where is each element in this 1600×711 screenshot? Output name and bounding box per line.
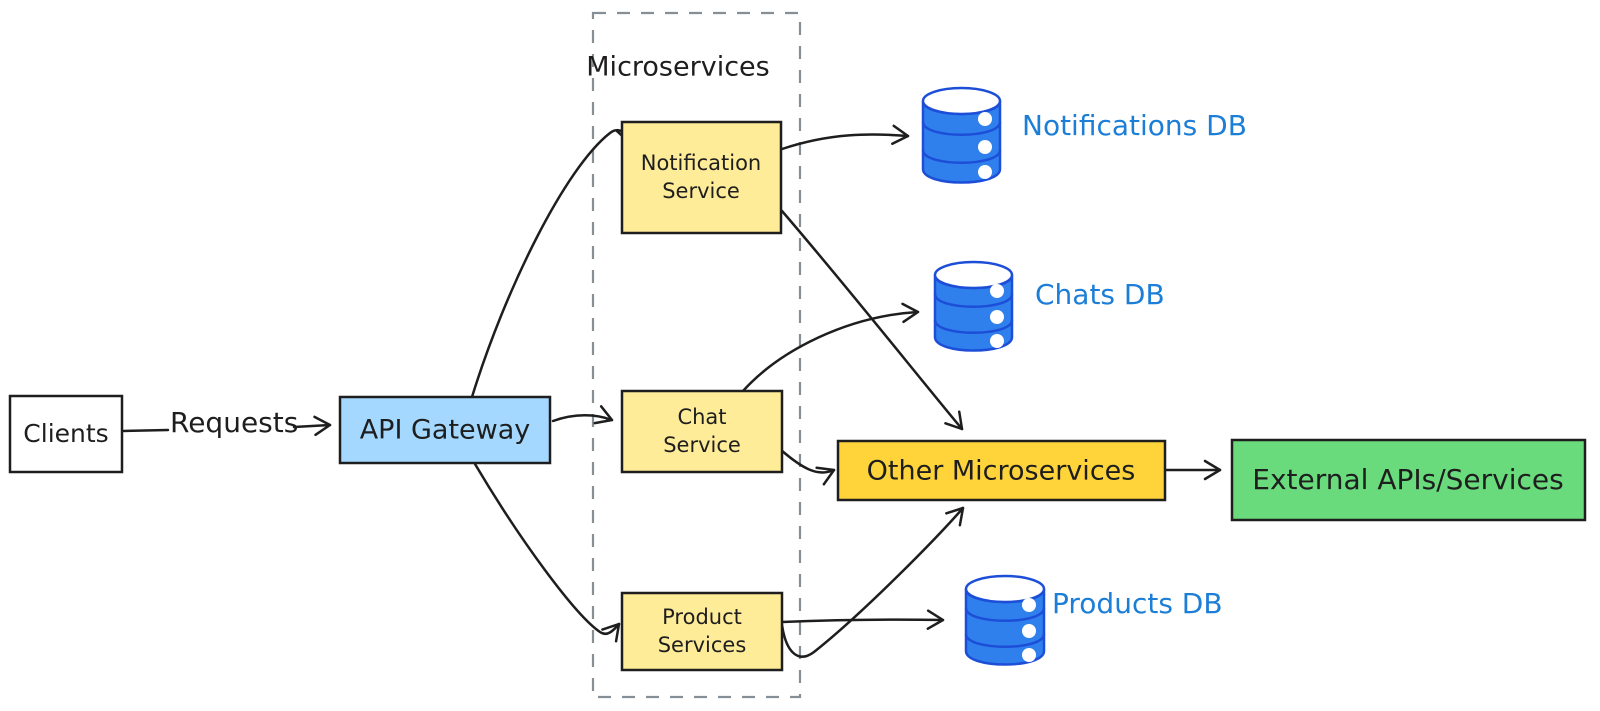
- cylinder-top: [933, 260, 1014, 290]
- cylinder-dot: [978, 165, 992, 179]
- products-db: Products DB: [964, 574, 1223, 666]
- other-microservices-box: [836, 439, 1167, 502]
- chat-service-box: [620, 389, 784, 474]
- notifications-db-label: Notifications DB: [1022, 109, 1247, 142]
- clients-box: [8, 394, 124, 474]
- microservices-container: [591, 11, 802, 699]
- notifications-db: Notifications DB: [921, 86, 1247, 184]
- cylinder-dot: [978, 140, 992, 154]
- edge-notification-otherms: [780, 209, 964, 431]
- chat-service-label-line1: Chat: [677, 405, 726, 429]
- product-services-box: [620, 591, 784, 672]
- node-clients: Clients: [8, 394, 124, 474]
- microservices-container-title: Microservices: [586, 52, 769, 83]
- api-gateway-box: [338, 395, 552, 465]
- node-product-services: Product Services: [620, 591, 784, 672]
- edge-gateway-product: [473, 462, 621, 643]
- node-chat-service: Chat Service: [620, 389, 784, 474]
- cylinder-top: [964, 574, 1046, 604]
- cylinder-top: [921, 86, 1002, 116]
- edge-notification-notificationsdb: [780, 124, 910, 151]
- api-gateway-label: API Gateway: [360, 415, 531, 446]
- node-other-microservices: Other Microservices: [836, 439, 1167, 502]
- external-apis-box: [1230, 438, 1587, 522]
- edge-chat-otherms: [779, 448, 836, 486]
- cylinder-dot: [990, 310, 1004, 324]
- cylinder-dot: [1022, 598, 1036, 612]
- external-apis-label: External APIs/Services: [1252, 463, 1563, 496]
- node-api-gateway: API Gateway: [338, 395, 552, 465]
- cylinder-dot: [1022, 648, 1036, 662]
- products-db-label: Products DB: [1052, 587, 1223, 620]
- edge-product-productsdb: [780, 609, 945, 630]
- notification-service-label-line2: Service: [662, 179, 740, 203]
- edge-gateway-chat: [551, 405, 614, 425]
- cylinder-dot: [990, 334, 1004, 348]
- chats-db-label: Chats DB: [1035, 278, 1165, 311]
- database-cylinder-icon: [933, 260, 1014, 352]
- cylinder-dot: [990, 284, 1004, 298]
- requests-edge-label: Requests: [170, 406, 298, 439]
- chat-service-label-line2: Service: [663, 433, 741, 457]
- cylinder-divider: [921, 121, 1002, 136]
- database-cylinder-icon: [964, 574, 1046, 666]
- product-services-label-line1: Product: [662, 605, 742, 629]
- chats-db: Chats DB: [933, 260, 1165, 352]
- edge-clients-gateway: [292, 415, 332, 437]
- edge-gateway-notification: [470, 124, 636, 399]
- edge-product-otherms: [780, 506, 965, 658]
- cylinder-divider: [964, 633, 1046, 648]
- notification-service-box: [620, 120, 783, 235]
- cylinder-divider: [921, 149, 1002, 164]
- cylinder-divider: [933, 319, 1014, 334]
- cylinder-dot: [1022, 624, 1036, 638]
- notification-service-label-line1: Notification: [641, 151, 762, 175]
- cylinder-dot: [978, 112, 992, 126]
- other-microservices-label: Other Microservices: [867, 456, 1136, 487]
- product-services-label-line2: Services: [658, 633, 747, 657]
- node-notification-service: Notification Service: [620, 120, 783, 235]
- node-external-apis: External APIs/Services: [1230, 438, 1587, 522]
- edge-chat-chatsdb: [741, 302, 920, 393]
- cylinder-divider: [933, 293, 1014, 308]
- clients-label: Clients: [23, 419, 108, 448]
- edge-clients-gateway-lead: [120, 428, 170, 433]
- database-cylinder-icon: [921, 86, 1002, 184]
- cylinder-divider: [964, 607, 1046, 622]
